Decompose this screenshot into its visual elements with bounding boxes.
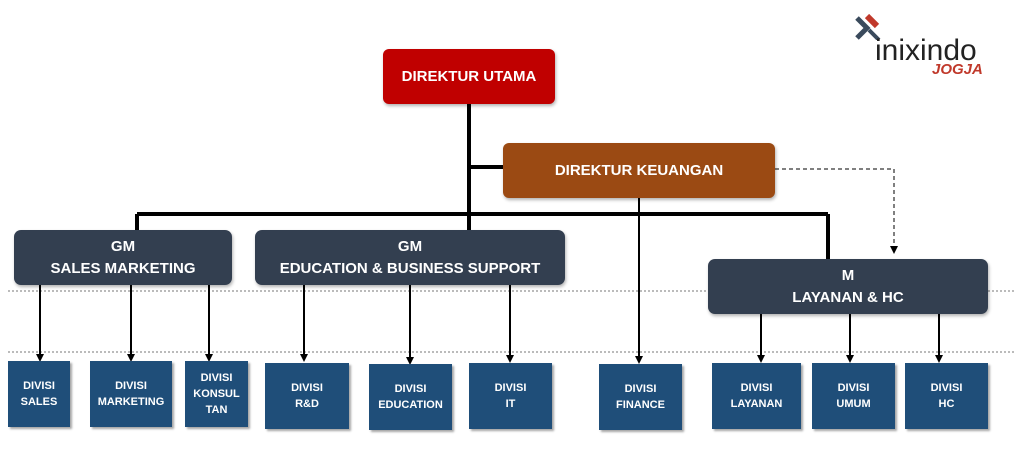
division-label: DIVISI (200, 372, 233, 384)
divisi-it-box: DIVISI IT (469, 363, 552, 429)
direktur-keuangan-box: DIREKTUR KEUANGAN (503, 143, 775, 198)
divisi-marketing-box: DIVISI MARKETING (90, 361, 172, 427)
division-label: DIVISI (624, 383, 657, 395)
division-label: DIVISI (115, 380, 147, 392)
division-name: FINANCE (616, 399, 665, 411)
divisi-finance-box: DIVISI FINANCE (599, 364, 682, 430)
inixindo-logo: inixindo JOGJA (855, 14, 1005, 84)
m-layanan-title: M (841, 266, 855, 284)
m-layanan-label: LAYANAN & HC (792, 288, 904, 306)
gm-sales-label: SALES MARKETING (50, 259, 196, 277)
division-name: KONSUL (193, 388, 240, 400)
divisi-rnd-box: DIVISI R&D (265, 363, 349, 429)
logo-wordmark: inixindo (875, 34, 977, 67)
divisi-education-box: DIVISI EDUCATION (369, 364, 452, 430)
gm-education-label: EDUCATION & BUSINESS SUPPORT (279, 259, 541, 277)
gm-sales-title: GM (110, 237, 136, 255)
gm-education-box: GM EDUCATION & BUSINESS SUPPORT (255, 230, 565, 285)
direktur-keuangan-label: DIREKTUR KEUANGAN (554, 162, 724, 179)
division-label: DIVISI (23, 380, 55, 392)
division-name: SALES (20, 396, 58, 408)
division-name: IT (505, 398, 516, 410)
division-name: R&D (295, 398, 319, 410)
division-label: DIVISI (740, 382, 773, 394)
divisi-umum-box: DIVISI UMUM (812, 363, 895, 429)
division-label: DIVISI (837, 382, 870, 394)
division-name: EDUCATION (378, 399, 443, 411)
m-layanan-hc-box: M LAYANAN & HC (708, 259, 988, 314)
division-label: DIVISI (930, 382, 963, 394)
division-name: LAYANAN (730, 398, 783, 410)
logo-mark-icon (855, 14, 881, 40)
division-label: DIVISI (394, 383, 427, 395)
division-name: HC (938, 398, 955, 410)
division-label: DIVISI (291, 382, 323, 394)
gm-sales-marketing-box: GM SALES MARKETING (14, 230, 232, 285)
division-name: UMUM (836, 398, 871, 410)
divisi-sales-box: DIVISI SALES (8, 361, 70, 427)
direktur-utama-label: DIREKTUR UTAMA (401, 68, 537, 85)
logo-subtitle: JOGJA (932, 61, 983, 78)
divisi-hc-box: DIVISI HC (905, 363, 988, 429)
divisi-layanan-box: DIVISI LAYANAN (712, 363, 801, 429)
division-label: DIVISI (494, 382, 527, 394)
division-name-cont: TAN (205, 404, 228, 416)
division-name: MARKETING (97, 396, 165, 408)
direktur-utama-box: DIREKTUR UTAMA (383, 49, 555, 104)
gm-education-title: GM (397, 237, 423, 255)
divisi-konsultan-box: DIVISI KONSUL TAN (185, 361, 248, 427)
